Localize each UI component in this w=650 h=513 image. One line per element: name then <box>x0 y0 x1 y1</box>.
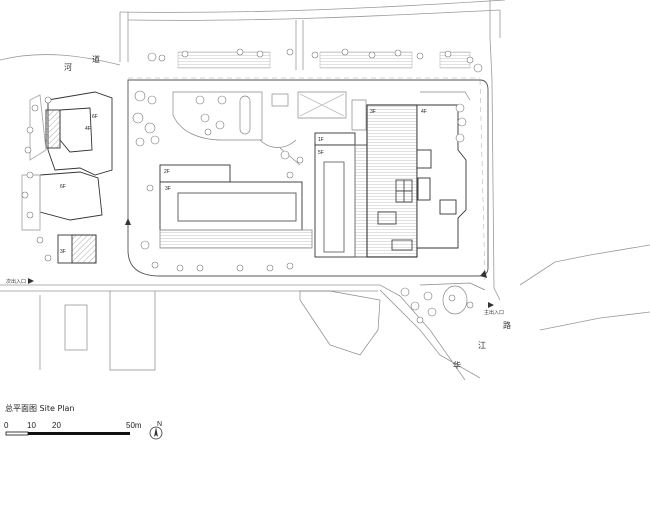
south-area <box>39 282 486 371</box>
road-network <box>0 0 650 381</box>
east-buildings <box>366 104 467 258</box>
floor-label-tower: 3F <box>370 109 376 115</box>
scale-tick-50m: 50m <box>126 421 142 430</box>
huajiang-road-char-1: 华 <box>453 360 461 370</box>
scale-tick-0: 0 <box>4 421 9 430</box>
floor-label-center-top: 1F <box>318 137 324 143</box>
main-entrance-label: 主出入口 <box>484 309 504 316</box>
floor-labels: 6F 4F 6F 3F 2F 3F 1F 5F 3F 4F <box>60 109 427 255</box>
trees <box>21 48 483 324</box>
river-road-char-1: 河 <box>64 62 72 72</box>
scale-bar <box>5 431 130 436</box>
floor-label-gym: 3F <box>165 186 171 192</box>
floor-label-east: 4F <box>421 109 427 115</box>
north-label: N <box>157 421 162 428</box>
huajiang-road-char-3: 路 <box>503 320 511 330</box>
entrance-markers <box>28 218 494 308</box>
floor-label-west-b: 4F <box>85 126 91 132</box>
north-garden <box>172 91 471 166</box>
site-plan-title: 总平面图 Site Plan <box>5 404 75 413</box>
floor-label-center: 5F <box>318 150 324 156</box>
north-arrow-icon: N <box>149 421 163 440</box>
road-labels: 河 道 华 江 路 <box>64 54 511 370</box>
center-building <box>314 132 368 258</box>
gym-building <box>159 164 313 249</box>
floor-label-west-d: 3F <box>60 249 66 255</box>
huajiang-road-char-2: 江 <box>478 341 486 350</box>
river-road-char-2: 道 <box>92 54 100 64</box>
floor-label-west-a: 6F <box>92 114 98 120</box>
west-buildings <box>21 91 113 264</box>
scale-tick-10: 10 <box>27 421 36 430</box>
floor-label-gym-top: 2F <box>164 169 170 175</box>
scale-tick-20: 20 <box>52 421 61 430</box>
secondary-entrance-label: 次出入口 <box>6 278 26 285</box>
entrance-labels: 次出入口 主出入口 <box>6 278 504 316</box>
floor-label-west-c: 6F <box>60 184 66 190</box>
